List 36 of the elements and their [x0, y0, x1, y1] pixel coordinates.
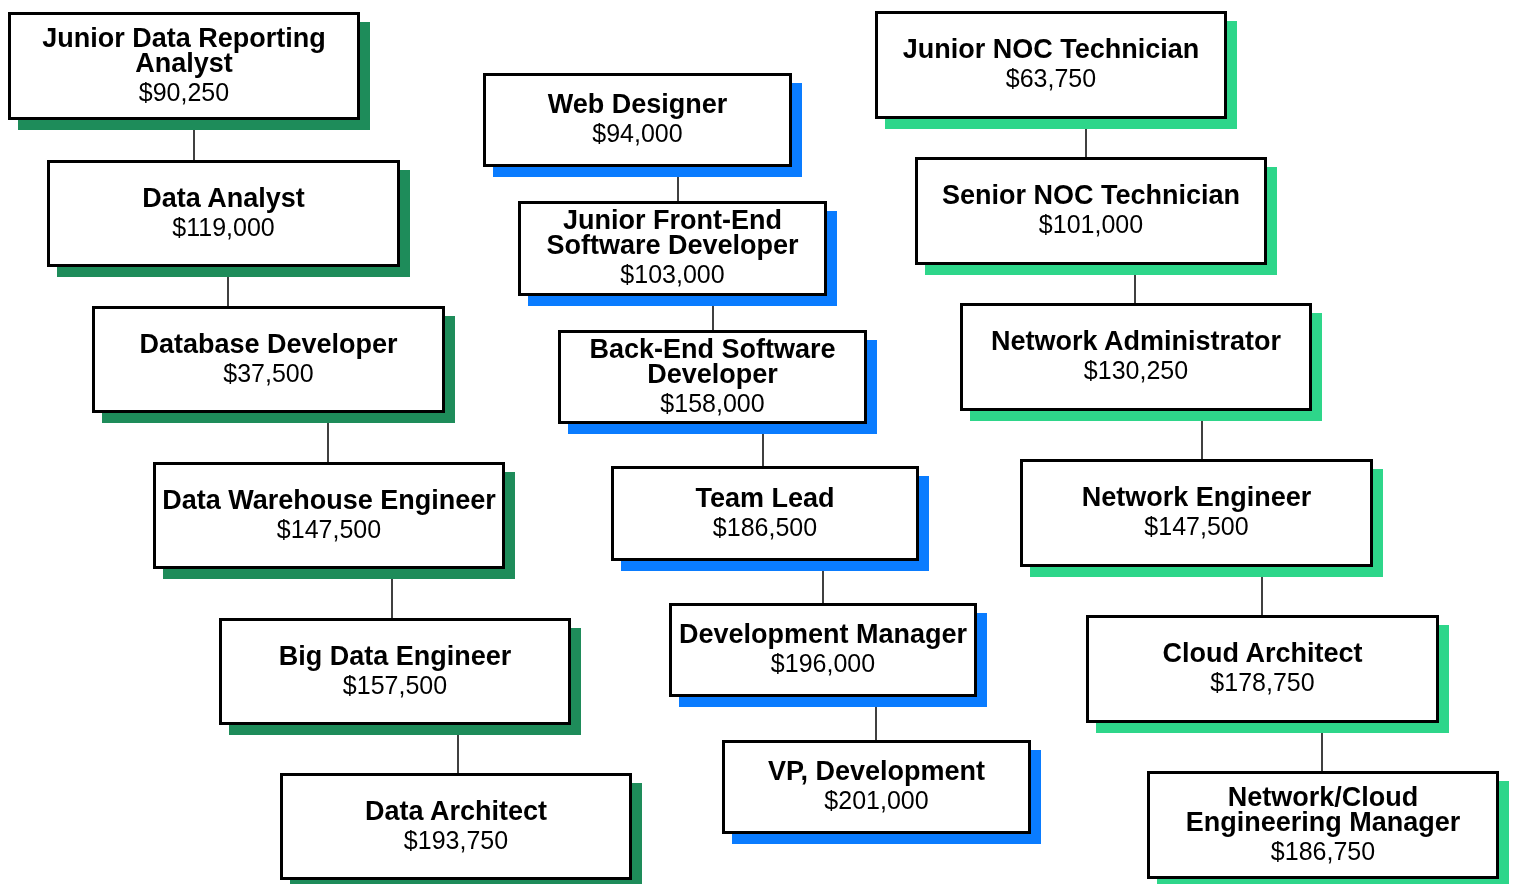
salary: $103,000	[620, 260, 725, 289]
salary: $196,000	[770, 649, 876, 678]
job-title: Network Administrator	[990, 329, 1281, 355]
job-title: Team Lead	[695, 485, 835, 511]
job-title: Junior Front-End Software Developer	[545, 208, 800, 259]
job-title: Cloud Architect	[1162, 641, 1363, 667]
job-title: Junior NOC Technician	[902, 37, 1200, 63]
salary: $130,250	[1083, 356, 1189, 385]
salary: $119,000	[172, 212, 275, 242]
salary: $186,500	[712, 512, 818, 542]
job-title: Web Designer	[547, 92, 728, 118]
job-title: Database Developer	[139, 331, 398, 357]
job-title: VP, Development	[767, 759, 986, 785]
salary: $186,750	[1270, 836, 1376, 866]
salary: $193,750	[403, 825, 509, 855]
job-title: Network Engineer	[1081, 485, 1312, 511]
salary: $37,500	[223, 358, 314, 388]
job-title: Data Warehouse Engineer	[162, 487, 496, 513]
job-title: Junior Data Reporting Analyst	[41, 25, 327, 76]
job-title: Big Data Engineer	[278, 643, 512, 669]
salary: $101,000	[1038, 210, 1144, 239]
job-title: Senior NOC Technician	[941, 183, 1241, 209]
job-title: Back-End Software Developer	[588, 336, 837, 387]
salary: $158,000	[660, 388, 765, 418]
job-title: Network/Cloud Engineering Manager	[1184, 784, 1462, 835]
job-title: Development Manager	[678, 622, 968, 648]
salary: $157,500	[342, 670, 448, 700]
salary: $147,500	[1144, 512, 1249, 541]
salary: $147,500	[276, 514, 382, 544]
salary: $94,000	[592, 119, 683, 148]
job-title: Data Analyst	[142, 185, 305, 211]
salary: $63,750	[1005, 64, 1097, 93]
salary: $178,750	[1210, 668, 1315, 697]
salary: $90,250	[138, 77, 230, 107]
salary: $201,000	[824, 786, 929, 815]
job-title: Data Architect	[364, 798, 548, 824]
